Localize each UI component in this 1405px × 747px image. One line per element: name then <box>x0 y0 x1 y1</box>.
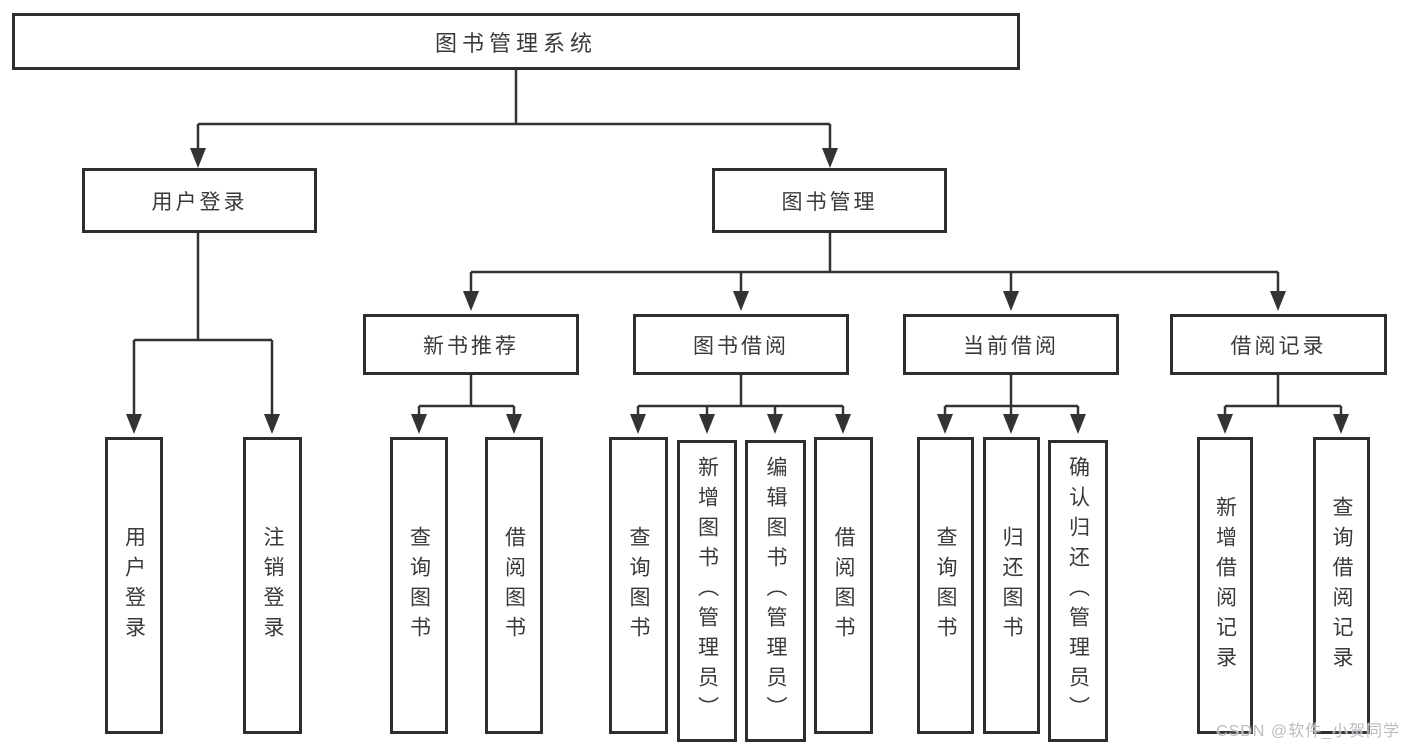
arrowhead <box>733 291 749 311</box>
arrowhead <box>463 291 479 311</box>
node-label: 确认归还（管理员） <box>1066 456 1090 726</box>
leaf-query-books-recommend: 查询图书 <box>390 437 448 734</box>
node-label: 查询图书 <box>407 525 431 646</box>
leaf-logout: 注销登录 <box>243 437 302 734</box>
arrowhead <box>1003 291 1019 311</box>
node-label: 编辑图书（管理员） <box>764 456 787 726</box>
node-label: 查询图书 <box>627 525 650 646</box>
arrowhead <box>699 414 715 434</box>
arrowhead <box>411 414 427 434</box>
node-label: 借阅图书 <box>502 525 526 646</box>
node-label: 新增图书（管理员） <box>695 456 719 726</box>
connector-book-management-to-groups <box>469 233 1280 295</box>
node-label: 借阅图书 <box>832 525 855 646</box>
node-book-borrowing: 图书借阅 <box>633 314 849 375</box>
node-label: 图书管理系统 <box>434 30 597 56</box>
node-new-book-recommend: 新书推荐 <box>363 314 579 375</box>
arrowhead <box>126 414 142 434</box>
connector-root-to-level1 <box>196 70 832 152</box>
node-label: 当前借阅 <box>963 334 1059 358</box>
leaf-return-book: 归还图书 <box>983 437 1040 734</box>
arrowhead <box>506 414 522 434</box>
node-library-system: 图书管理系统 <box>12 13 1020 70</box>
node-label: 新书推荐 <box>423 334 519 358</box>
node-label: 归还图书 <box>1000 525 1023 646</box>
arrowhead <box>190 148 206 168</box>
arrowhead <box>264 414 280 434</box>
leaf-user-login: 用户登录 <box>105 437 163 734</box>
node-book-management: 图书管理 <box>712 168 947 233</box>
node-label: 用户登录 <box>122 525 146 646</box>
leaf-query-books-borrowing: 查询图书 <box>609 437 668 734</box>
leaf-edit-book-admin: 编辑图书（管理员） <box>745 440 806 742</box>
arrowhead <box>1333 414 1349 434</box>
arrowhead <box>1070 414 1086 434</box>
node-label: 新增借阅记录 <box>1213 495 1237 676</box>
leaf-borrow-books-recommend: 借阅图书 <box>485 437 543 734</box>
node-label: 查询图书 <box>934 525 957 646</box>
node-label: 图书借阅 <box>693 334 789 358</box>
arrowhead <box>835 414 851 434</box>
node-label: 用户登录 <box>151 190 248 214</box>
node-label: 图书管理 <box>781 190 878 214</box>
arrowhead <box>767 414 783 434</box>
csdn-watermark: CSDN @软件_小贺同学 <box>1216 723 1400 740</box>
leaf-query-books-current: 查询图书 <box>917 437 974 734</box>
connector-groups-to-leaves <box>417 375 1343 418</box>
leaf-add-borrow-record: 新增借阅记录 <box>1197 437 1253 734</box>
leaf-query-borrow-record: 查询借阅记录 <box>1313 437 1370 734</box>
node-label: 查询借阅记录 <box>1330 495 1353 676</box>
node-borrow-records: 借阅记录 <box>1170 314 1387 375</box>
arrowhead <box>1003 414 1019 434</box>
arrowhead <box>822 148 838 168</box>
node-label: 借阅记录 <box>1230 334 1327 358</box>
leaf-confirm-return-admin: 确认归还（管理员） <box>1048 440 1108 742</box>
arrowhead <box>937 414 953 434</box>
node-user-login: 用户登录 <box>82 168 317 233</box>
leaf-add-book-admin: 新增图书（管理员） <box>677 440 737 742</box>
arrowhead <box>1217 414 1233 434</box>
node-label: 注销登录 <box>261 525 284 646</box>
node-current-borrowing: 当前借阅 <box>903 314 1119 375</box>
arrowhead <box>1270 291 1286 311</box>
connector-user-login-to-children <box>132 233 274 418</box>
arrowhead <box>630 414 646 434</box>
leaf-borrow-books-borrowing: 借阅图书 <box>814 437 873 734</box>
